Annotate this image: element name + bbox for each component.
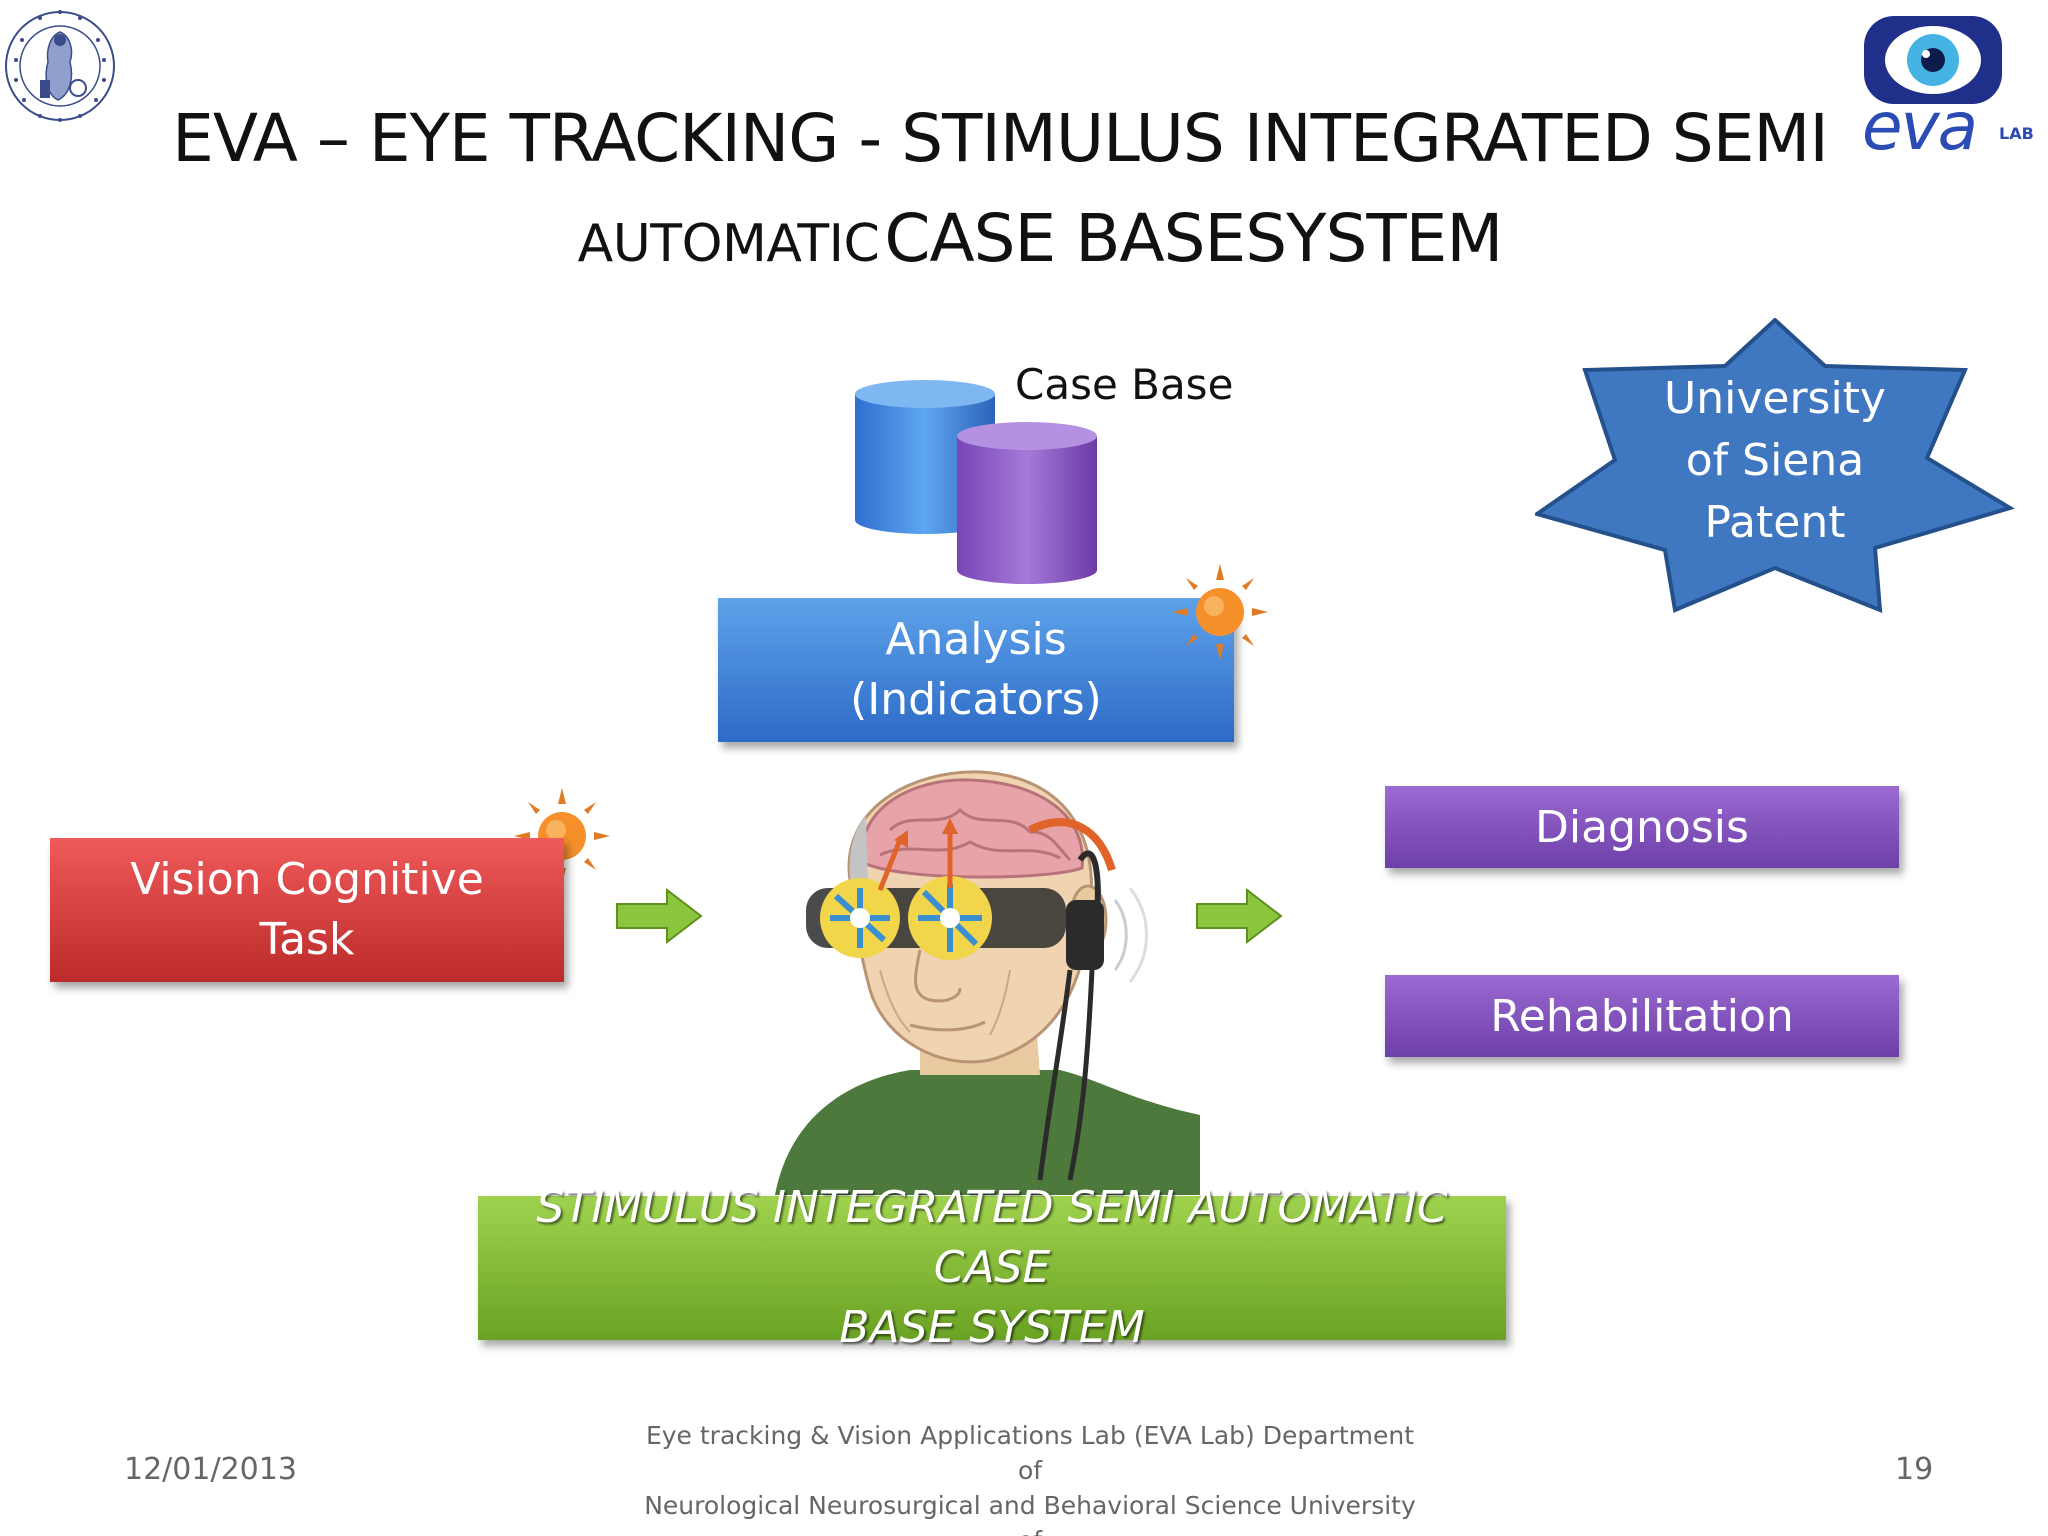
case-base-label: Case Base: [1015, 360, 1234, 409]
diagnosis-box: Diagnosis: [1385, 786, 1899, 868]
analysis-label: Analysis (Indicators): [850, 614, 1102, 725]
diagnosis-label: Diagnosis: [1535, 801, 1749, 853]
slide-title-line2: AUTOMATIC CASE BASESYSTEM: [190, 200, 1890, 277]
head-eye-tracking-illustration: [775, 770, 1200, 1195]
vision-label: Vision Cognitive Task: [130, 854, 484, 965]
eva-logo-lab: LAB: [1999, 124, 2034, 143]
vision-cognitive-task-box: Vision Cognitive Task: [50, 838, 564, 982]
university-seal-icon: [5, 10, 115, 122]
stimulus-system-box: STIMULUS INTEGRATED SEMI AUTOMATIC CASE …: [478, 1182, 1506, 1353]
system-label: STIMULUS INTEGRATED SEMI AUTOMATIC CASE …: [536, 1182, 1448, 1353]
patent-label: University of Siena Patent: [1664, 373, 1886, 548]
title-large: CASE BASESYSTEM: [884, 200, 1503, 277]
rehabilitation-label: Rehabilitation: [1490, 990, 1794, 1042]
database-cylinders-icon: [855, 380, 1097, 584]
page-number: 19: [1895, 1452, 1934, 1487]
footer-affiliation: Eye tracking & Vision Applications Lab (…: [644, 1421, 1416, 1536]
right-arrow-icon: [616, 887, 703, 945]
footer-date: 12/01/2013: [124, 1452, 297, 1487]
eva-lab-eye-icon: [1864, 16, 2002, 104]
slide-title-line1: EVA – EYE TRACKING - STIMULUS INTEGRATED…: [172, 100, 1829, 177]
right-arrow-icon: [1196, 887, 1283, 945]
sun-icon: [1172, 564, 1268, 660]
patent-star-icon: [1535, 318, 2015, 613]
rehabilitation-box: Rehabilitation: [1385, 975, 1899, 1057]
eva-logo-text: eva: [1862, 88, 1978, 165]
analysis-indicators-box: Analysis (Indicators): [718, 598, 1234, 742]
title-small-caps: AUTOMATIC: [577, 214, 880, 274]
